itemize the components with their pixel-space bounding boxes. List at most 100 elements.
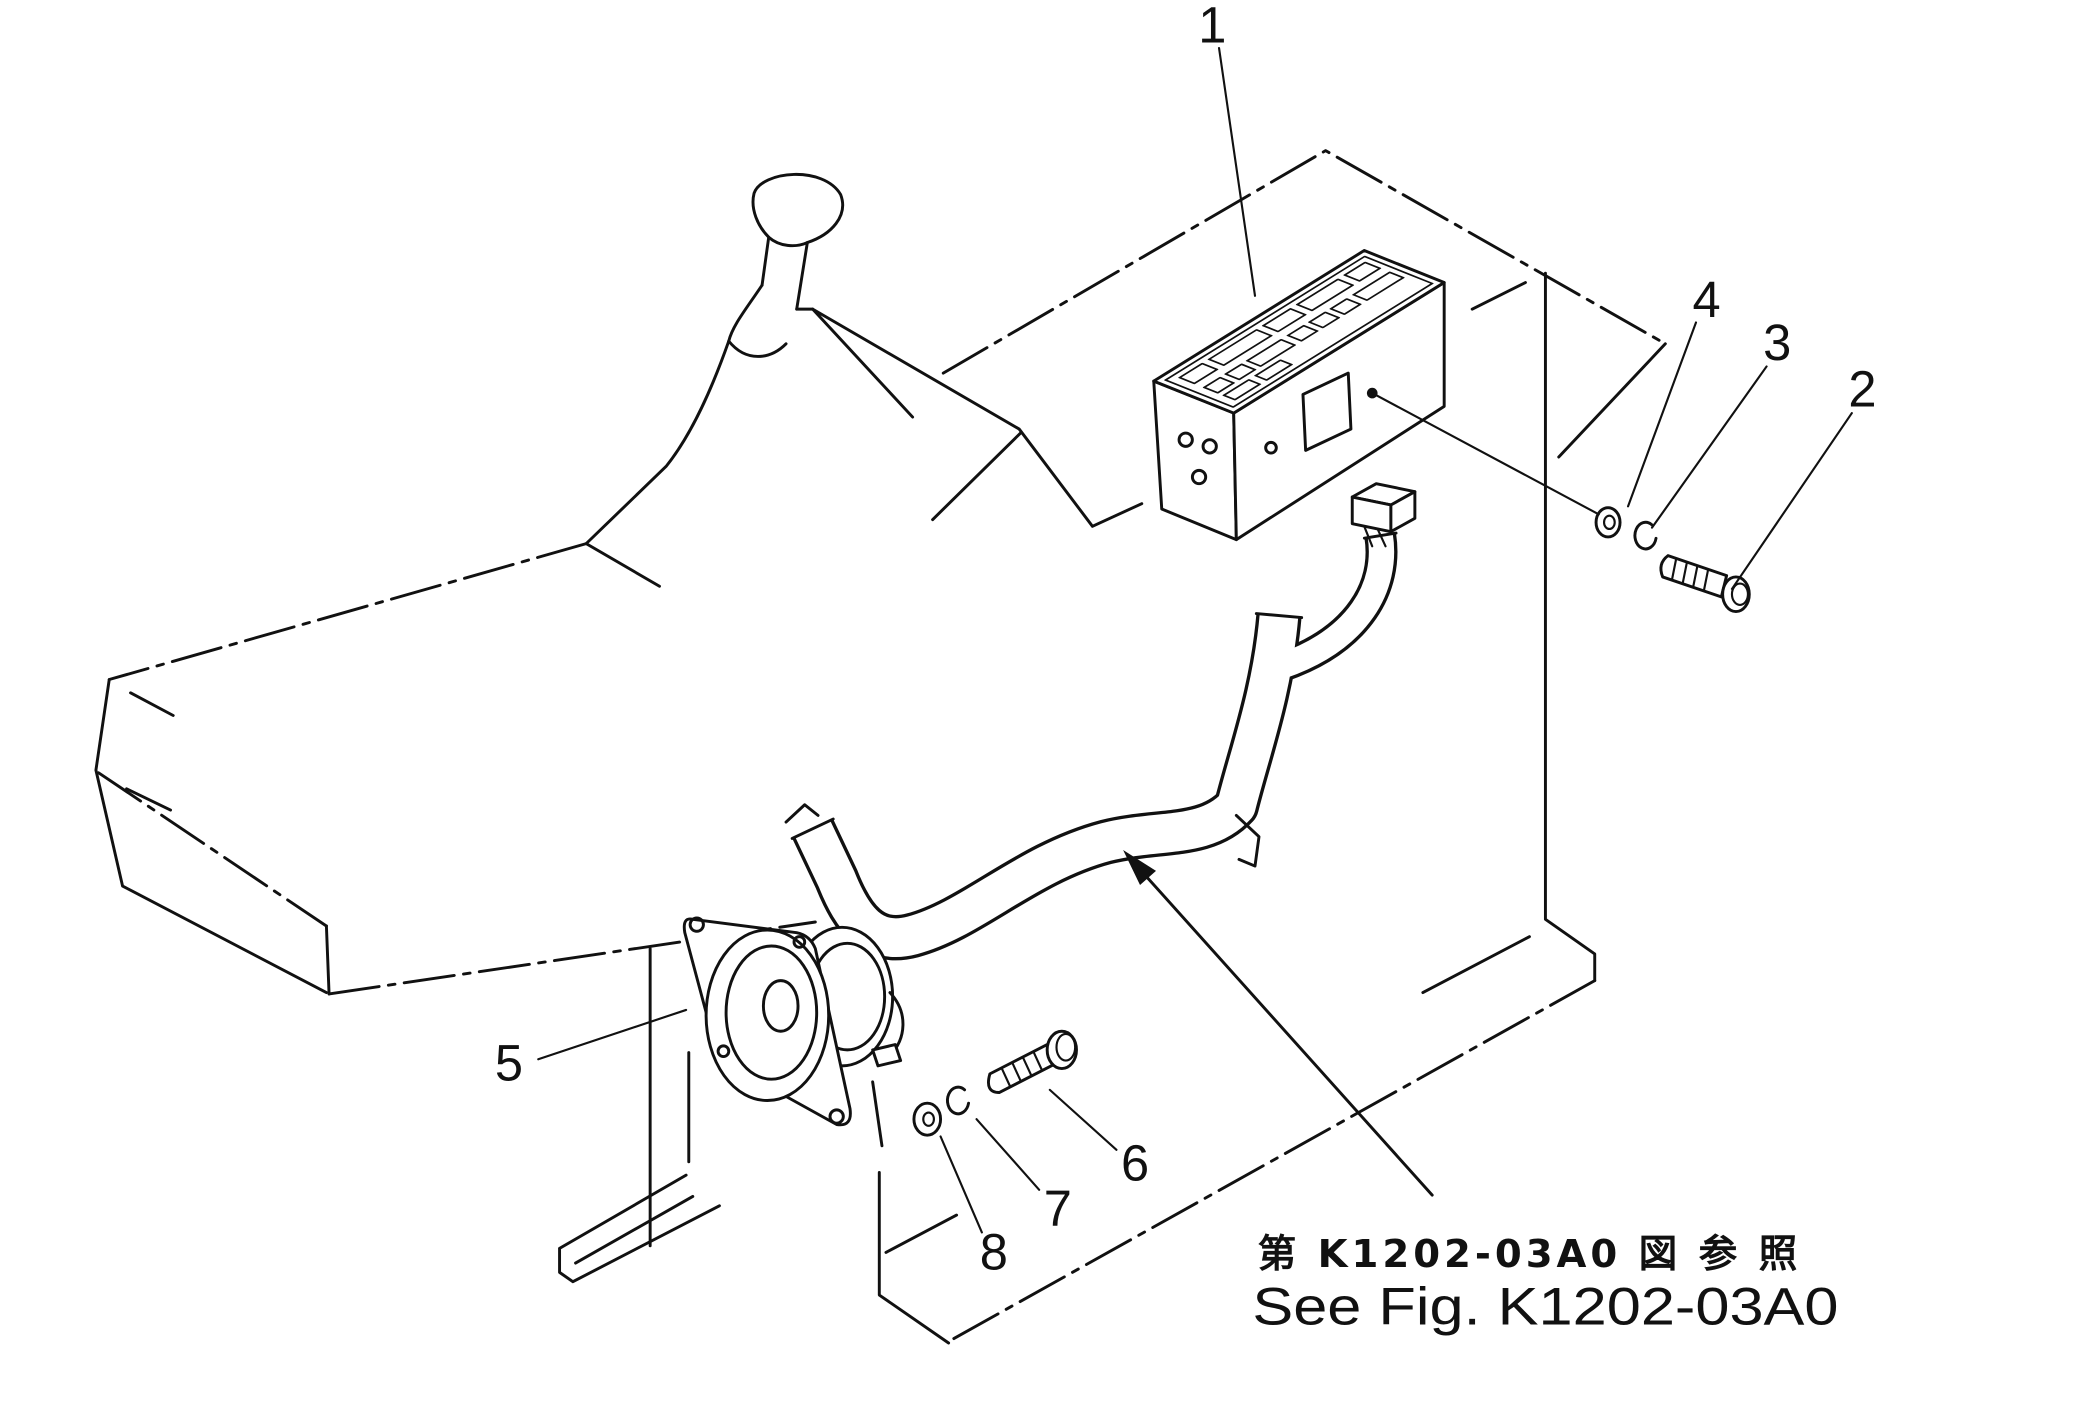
pedestal-left-channel	[558, 1173, 721, 1284]
panel-button	[1352, 271, 1405, 301]
wiring-harness	[790, 531, 1398, 961]
leader-line-1	[1217, 46, 1257, 297]
speaker-mount-hole	[828, 1108, 845, 1125]
controller-top-face	[1152, 249, 1446, 415]
speaker	[682, 916, 905, 1127]
harness-notch	[1234, 813, 1261, 868]
spring-washer-7	[946, 1085, 971, 1116]
controller-side-hole	[1190, 468, 1208, 486]
panel-button	[1222, 379, 1262, 401]
console-pedestal	[558, 149, 1667, 1345]
bolt-threads	[1000, 1051, 1043, 1087]
controller-button-panel	[1164, 255, 1434, 408]
washer-outer	[912, 1101, 943, 1137]
harness-branch-inner	[1277, 533, 1395, 679]
panel-display	[1295, 278, 1355, 312]
seat-front-crease	[97, 771, 328, 928]
speaker-mount-hole	[716, 1044, 731, 1059]
panel-button	[1286, 324, 1319, 342]
bolt-head-face	[1055, 1032, 1077, 1062]
speaker-terminal	[871, 1043, 903, 1068]
panel-button	[1178, 362, 1219, 385]
operator-seat	[94, 542, 817, 996]
leader-line-6	[1048, 1088, 1118, 1151]
washer-outer	[1594, 506, 1622, 539]
part-label-5: 5	[495, 1035, 523, 1092]
controller-unit	[1152, 249, 1446, 542]
part-label-2: 2	[1848, 360, 1876, 417]
leader-line-8	[939, 1135, 983, 1234]
speaker-mount-hole	[688, 916, 705, 933]
bolt-threads	[1670, 558, 1710, 592]
speaker-mount-hole	[792, 935, 807, 949]
controller-label-square	[1301, 371, 1353, 452]
part-labels: 1 2 3 4 5 6 7 8	[495, 0, 1877, 1281]
reference-arrow-shaft	[1140, 869, 1434, 1197]
panel-button	[1308, 311, 1341, 329]
panel-display	[1207, 329, 1273, 366]
part-label-4: 4	[1693, 271, 1721, 328]
pedestal-top-edge	[941, 149, 1667, 375]
harness-connector	[1350, 482, 1417, 548]
bolt-2	[1659, 554, 1751, 614]
controller-screw-hole	[1264, 440, 1278, 455]
seat-top-edge	[107, 542, 588, 681]
pedestal-bottom-edge	[944, 979, 1597, 1345]
washer-8	[912, 1101, 943, 1137]
speaker-cone-inner	[724, 944, 819, 1081]
lever-boot-fold	[727, 307, 815, 358]
panel-button	[1343, 261, 1382, 282]
lever-boot	[584, 283, 764, 546]
harness-end-caps	[790, 531, 1398, 840]
leader-line-4	[1626, 321, 1698, 508]
lever-shaft	[760, 235, 809, 311]
connector-side	[1389, 490, 1417, 534]
harness-outline	[792, 613, 1302, 961]
assembly-axis-line	[1371, 392, 1600, 516]
bolt-head	[1721, 575, 1751, 614]
bolt-6	[986, 1029, 1078, 1094]
washer-hole	[922, 1111, 935, 1127]
speaker-cone-outer	[704, 928, 831, 1102]
pedestal-right-side	[1421, 271, 1667, 995]
bolt-shank	[986, 1043, 1058, 1094]
bolt-head-face	[1730, 582, 1750, 606]
spring-washer-3	[1633, 520, 1658, 551]
harness-inner	[795, 613, 1299, 957]
spring-washer-ring	[946, 1085, 971, 1116]
panel-button	[1224, 363, 1257, 381]
part-label-7: 7	[1044, 1180, 1072, 1237]
leader-line-7	[975, 1118, 1041, 1191]
panel-button	[1329, 298, 1362, 315]
washer-4	[1594, 506, 1622, 539]
leader-line-2	[1730, 412, 1853, 590]
pedestal-front-lower	[648, 947, 959, 1345]
panel-button	[1261, 308, 1307, 333]
reference-english: See Fig. K1202-03A0	[1252, 1277, 1838, 1336]
part-label-6: 6	[1121, 1134, 1149, 1191]
leader-lines	[537, 46, 1853, 1234]
panel-button	[1254, 359, 1293, 381]
panel-button	[1202, 376, 1235, 394]
panel-button	[1245, 338, 1296, 367]
seat-left-outline	[94, 678, 328, 995]
washer-hole	[1602, 514, 1616, 531]
connector-wires	[1363, 525, 1387, 548]
part-label-3: 3	[1763, 314, 1791, 371]
reference-japanese: 第 K1202-03A0 図 参 照	[1258, 1232, 1798, 1277]
reference-arrow-head	[1123, 850, 1157, 885]
lever-knob	[751, 172, 844, 248]
bolt-shank	[1659, 554, 1729, 599]
lever-housing	[811, 307, 1144, 528]
control-lever	[584, 172, 1144, 546]
controller-side-hole	[1177, 431, 1194, 448]
controller-side-hole	[1201, 438, 1218, 455]
panel-frame	[1164, 255, 1434, 408]
part-label-8: 8	[980, 1224, 1008, 1281]
seat-corner-edge	[324, 924, 331, 996]
speaker-dust-cap	[761, 979, 800, 1033]
figure-reference-note: 第 K1202-03A0 図 参 照 See Fig. K1202-03A0	[1252, 1232, 1838, 1336]
leader-line-5	[537, 1008, 688, 1061]
